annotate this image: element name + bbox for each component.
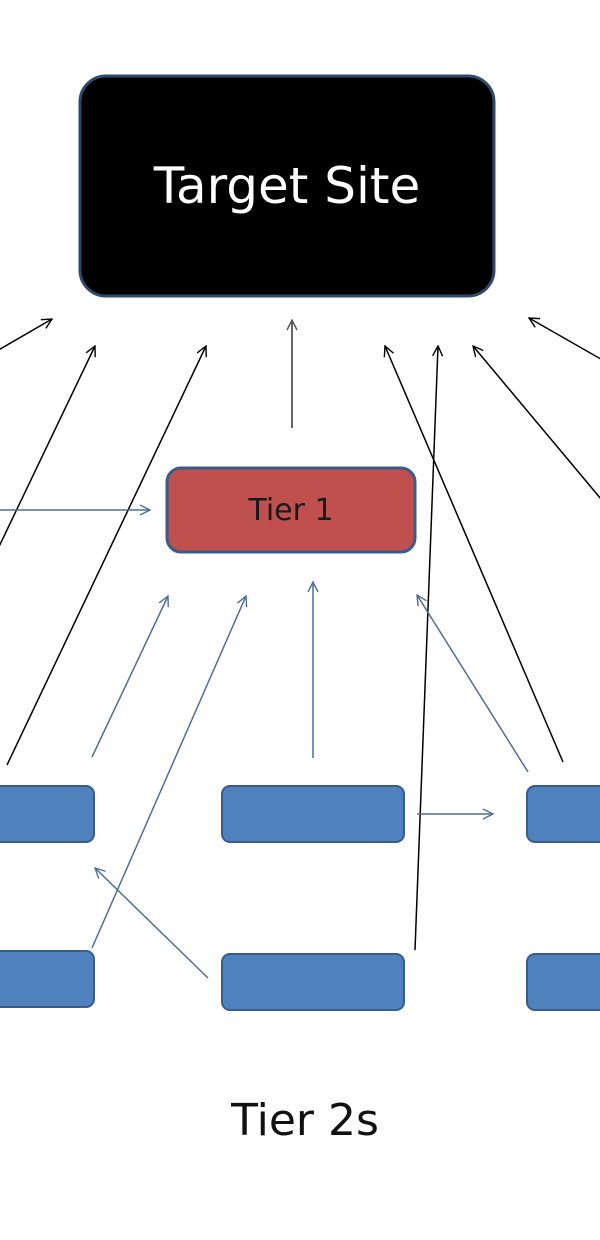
- arrow-black: [0, 319, 52, 350]
- arrow-black: [385, 346, 564, 763]
- tier2-box: [526, 953, 600, 1011]
- arrow-blue: [95, 868, 209, 979]
- arrow-black: [6, 346, 206, 766]
- tier2-box: [526, 785, 600, 843]
- arrow-black: [473, 346, 600, 499]
- tier1-box: [165, 466, 417, 554]
- arrow-blue: [91, 596, 168, 758]
- arrow-blue: [417, 595, 529, 773]
- arrow-black: [0, 346, 95, 547]
- tier2-box: [0, 950, 95, 1008]
- arrow-black: [529, 318, 600, 360]
- tier2-box: [221, 785, 405, 843]
- tier2-box: [0, 785, 95, 843]
- tier2-box: [221, 953, 405, 1011]
- target-site-box: [78, 74, 496, 298]
- arrow-black: [414, 346, 438, 951]
- arrow-blue: [91, 596, 246, 949]
